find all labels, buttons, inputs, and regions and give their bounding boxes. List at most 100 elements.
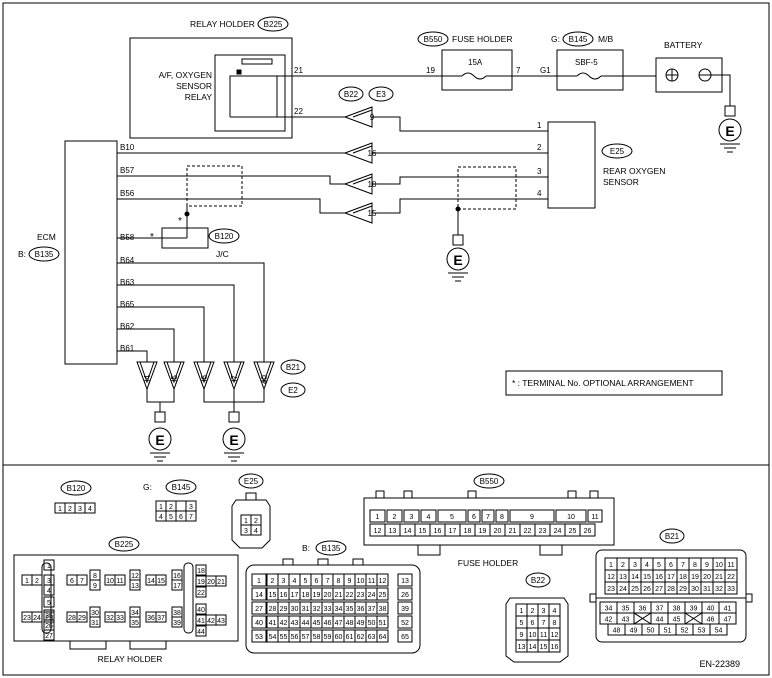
pin-label: 1	[609, 562, 613, 569]
jc-star: *	[178, 216, 182, 227]
note-text: * : TERMINAL No. OPTIONAL ARRANGEMENT	[512, 378, 694, 388]
pin-label: 50	[647, 628, 655, 635]
pin-cell	[155, 611, 167, 623]
pin-cell	[43, 584, 55, 596]
pin-label: 16	[434, 528, 442, 535]
pin-label: 39	[173, 620, 181, 627]
pin-label: 13	[619, 574, 627, 581]
rear-sensor-code-oval	[601, 143, 633, 159]
pin-label: 14	[404, 528, 412, 535]
pin-label: 12	[379, 578, 387, 585]
pin-label: 39	[690, 606, 698, 613]
pin-label: 8	[337, 578, 341, 585]
conn-b135-prefix: B:	[302, 543, 310, 553]
pin-label: 38	[379, 606, 387, 613]
pin-label: 3	[78, 506, 82, 513]
conn-b21-oval	[659, 528, 685, 544]
pin-label: 23	[607, 586, 615, 593]
rear-sensor-box	[547, 121, 596, 209]
ecm-pin-b61: B61	[120, 344, 135, 353]
pin-cell	[509, 509, 555, 523]
sensor-pin-3: 3	[537, 167, 542, 176]
pin-label: 19	[197, 579, 205, 586]
sensor-pin-2: 2	[537, 143, 542, 152]
mb-pin-g1: G1	[540, 66, 551, 75]
pin-label: 37	[157, 615, 165, 622]
pin-cell	[43, 629, 55, 641]
pin-label: 7	[542, 620, 546, 627]
pin-cell	[397, 629, 413, 643]
jc-label: J/C	[216, 249, 229, 259]
pin-label: 17	[291, 592, 299, 599]
rear-sensor-line1: REAR OXYGEN	[603, 166, 665, 176]
pin-label: 42	[207, 618, 215, 625]
pin-label: 15	[419, 528, 427, 535]
pin-label: 15	[269, 592, 277, 599]
sensor-pin-4: 4	[537, 189, 542, 198]
pin-cell	[31, 611, 43, 623]
ground-e-left: E	[155, 432, 164, 448]
pin-label: 24	[368, 592, 376, 599]
pin-cell	[481, 509, 495, 523]
mb-prefix: G:	[551, 34, 560, 44]
conn-b145-prefix: G:	[143, 482, 152, 492]
pin-label: 56	[291, 634, 299, 641]
pin-label: 7	[681, 562, 685, 569]
pin-label: 39	[401, 606, 409, 613]
pin-label: 16	[280, 592, 288, 599]
pin-cell	[397, 601, 413, 615]
pin-label: 4	[427, 514, 431, 521]
pin-label: 33	[116, 615, 124, 622]
ground-circle-left	[148, 427, 172, 451]
b22-code: B22	[344, 90, 359, 99]
pin-label: 6	[179, 514, 183, 521]
pin-label: 51	[664, 628, 672, 635]
conn-b22-code: B22	[531, 576, 546, 585]
pin-cell	[251, 629, 267, 643]
pin-label: 1	[244, 518, 248, 525]
fuse-holder-box	[441, 49, 513, 91]
relay-name-line1: A/F, OXYGEN	[159, 70, 212, 80]
pin-cell	[114, 611, 126, 623]
ground-pin-34: 34	[143, 375, 152, 384]
pin-label: 19	[691, 574, 699, 581]
pin-label: 34	[131, 610, 139, 617]
pin-cell	[495, 509, 509, 523]
conn-e25-housing	[231, 499, 271, 549]
pin-label: 57	[302, 634, 310, 641]
pin-cell	[251, 587, 267, 601]
pin-label: 64	[379, 634, 387, 641]
pin-label: 7	[486, 514, 490, 521]
pin-cell	[195, 586, 207, 598]
pin-label: 20	[494, 528, 502, 535]
pin-label: 30	[91, 610, 99, 617]
pin-cell	[84, 502, 96, 514]
pin-label: 5	[657, 562, 661, 569]
pin-label: 35	[131, 620, 139, 627]
pin-label: 61	[346, 634, 354, 641]
pin-label: 9	[520, 632, 524, 639]
pin-label: 18	[302, 592, 310, 599]
pin-label: 51	[379, 620, 387, 627]
battery-ground-terminal	[724, 105, 736, 117]
mb-code: B145	[569, 35, 588, 44]
conn-b145-oval	[165, 479, 197, 495]
wire-b56	[117, 198, 345, 214]
pin-label: 10	[567, 514, 575, 521]
wire-sensor-1	[372, 116, 548, 132]
pin-label: 26	[584, 528, 592, 535]
ecm-code-oval	[28, 246, 60, 262]
pin-cell	[171, 579, 183, 591]
e3-code-oval	[368, 86, 394, 102]
pin-label: 33	[727, 586, 735, 593]
pin-label: 16	[551, 644, 559, 651]
ground-terminal-left	[154, 411, 166, 423]
pin-label: 3	[633, 562, 637, 569]
pin-label: 1	[257, 578, 261, 585]
pin-label: 20	[703, 574, 711, 581]
pin-label: 11	[727, 562, 734, 569]
wire-b62	[117, 328, 175, 362]
pin-label: 33	[324, 606, 332, 613]
ecm-box	[64, 140, 118, 365]
fuse-15a-symbol	[461, 72, 487, 80]
